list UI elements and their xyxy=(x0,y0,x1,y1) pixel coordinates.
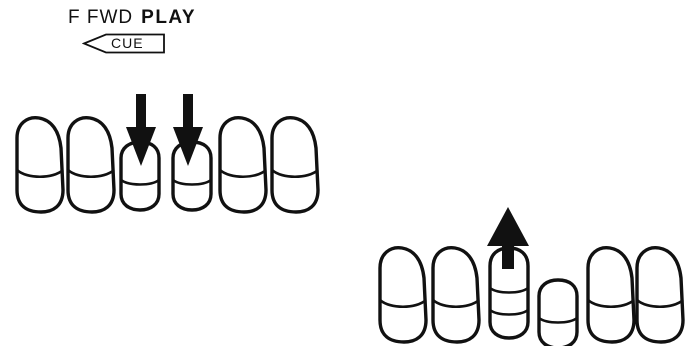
key-4 xyxy=(539,280,577,346)
key-2 xyxy=(433,248,479,342)
cue-state-group xyxy=(17,94,318,212)
key-6 xyxy=(272,118,318,212)
key-1 xyxy=(17,118,63,212)
key-5 xyxy=(220,118,266,212)
release-state-group xyxy=(380,207,683,346)
key-5 xyxy=(588,248,634,342)
key-6 xyxy=(637,248,683,342)
key-2 xyxy=(68,118,114,212)
key-1 xyxy=(380,248,426,342)
